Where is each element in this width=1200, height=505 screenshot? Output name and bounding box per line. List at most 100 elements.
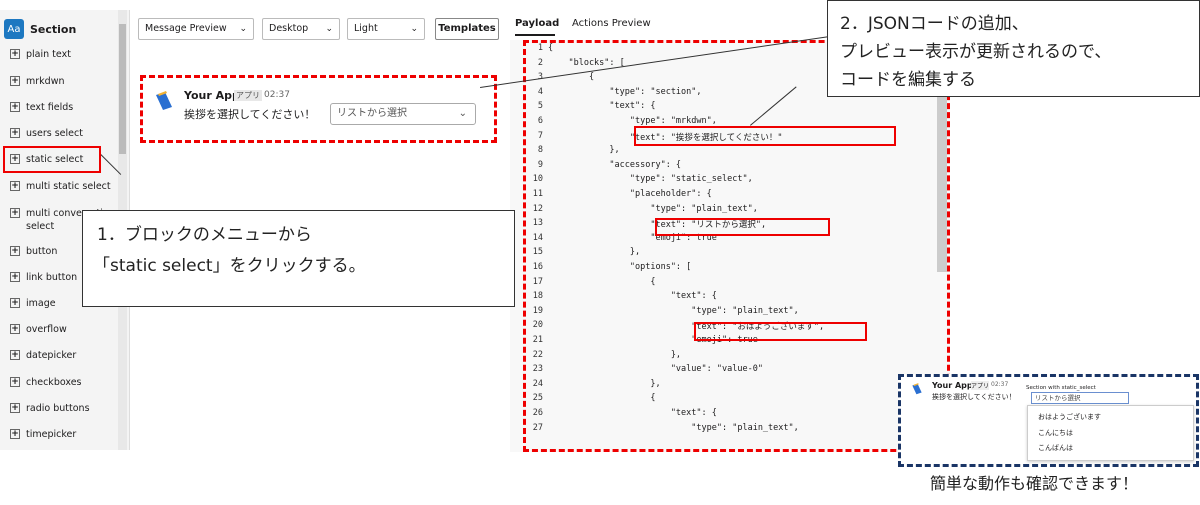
app-book-icon [156, 91, 172, 110]
sidebar-item-label: checkboxes [26, 377, 82, 388]
sidebar-item[interactable]: + overflow [10, 323, 122, 336]
app-badge: アプリ [234, 90, 262, 101]
code-line[interactable]: { [548, 43, 554, 53]
code-line[interactable]: "text": { [548, 408, 717, 418]
code-line[interactable]: "accessory": { [548, 159, 682, 170]
sidebar-item[interactable]: +image [10, 297, 122, 310]
plus-icon: + [10, 272, 20, 282]
tab-actions-preview[interactable]: Actions Preview [572, 18, 651, 29]
preview-type-select[interactable]: Message Preview⌄ [138, 18, 254, 40]
code-line[interactable]: "placeholder": { [548, 189, 712, 199]
code-line[interactable]: }, [548, 145, 620, 156]
mini-app-name: Your App [932, 381, 973, 390]
sidebar-item-label: datepicker [26, 350, 77, 361]
line-number: 1 [537, 43, 543, 53]
code-line[interactable]: "type": "plain_text", [548, 203, 758, 214]
sidebar-item[interactable]: + users select [10, 127, 122, 140]
code-line[interactable]: "blocks": [ [548, 57, 625, 68]
sidebar-item[interactable]: +radio buttons [10, 402, 122, 415]
sidebar-title: Section [30, 22, 77, 36]
sidebar-item[interactable]: + datepicker [10, 349, 122, 362]
line-number: 15 [532, 247, 543, 258]
theme-label: Light [354, 23, 378, 34]
line-number: 2 [537, 57, 543, 68]
active-tab-indicator [515, 34, 555, 36]
sidebar-item-label: overflow [26, 324, 67, 335]
select-placeholder: リストから選択 [337, 108, 407, 119]
plus-icon: + [10, 76, 20, 86]
dropdown-option[interactable]: こんにちは [1038, 429, 1073, 437]
sidebar-item[interactable]: + mrkdwn [10, 75, 122, 88]
code-line[interactable]: }, [548, 349, 682, 360]
sidebar-item[interactable]: +timepicker [10, 428, 122, 441]
callout-step-2-line-2: プレビュー表示が更新されるので、 [840, 42, 1112, 62]
sidebar-item[interactable]: +multi conversations select [10, 207, 122, 233]
chevron-down-icon: ⌄ [325, 24, 333, 34]
sidebar-item-label: multi static select [26, 181, 111, 192]
code-line[interactable]: }, [548, 378, 661, 389]
code-line[interactable]: "text": { [548, 291, 717, 302]
code-line[interactable]: "type": "mrkdwn", [548, 116, 717, 126]
code-line[interactable]: "text": { [548, 101, 656, 112]
sidebar-item[interactable]: +plain text [10, 48, 122, 61]
sidebar-item-label: image [26, 298, 56, 309]
code-line[interactable]: "options": [ [548, 262, 692, 272]
code-line[interactable]: { [548, 276, 656, 287]
code-line[interactable]: "type": "section", [548, 86, 702, 97]
sidebar-item-label: users select [26, 128, 83, 139]
theme-select[interactable]: Light ⌄ [347, 18, 425, 40]
sidebar-item[interactable]: +text fields [10, 101, 122, 114]
chevron-down-icon: ⌄ [410, 24, 418, 34]
line-number: 23 [532, 364, 543, 375]
mini-app-badge: アプリ [971, 381, 990, 390]
dropdown-option[interactable]: こんばんは [1038, 444, 1073, 452]
plus-icon: + [10, 429, 20, 439]
code-line[interactable]: "type": "plain_text", [548, 305, 799, 316]
line-number: 7 [537, 130, 543, 141]
chevron-down-icon: ⌄ [458, 108, 467, 119]
line-number: 27 [532, 422, 543, 433]
sidebar-scroll-thumb[interactable] [119, 24, 126, 154]
mini-time: 02:37 [991, 381, 1009, 388]
highlight-text-line-13 [655, 218, 830, 236]
device-select[interactable]: Desktop⌄ [262, 18, 340, 40]
code-line[interactable]: "emoji": true [548, 232, 717, 243]
plus-icon: + [10, 324, 20, 334]
line-number: 19 [532, 305, 543, 316]
code-line[interactable]: "type": "plain_text", [548, 422, 799, 433]
line-number: 13 [532, 218, 543, 229]
chevron-down-icon: ⌄ [239, 24, 247, 34]
highlight-text-line-20 [694, 322, 867, 341]
callout-step-1-line-1: 1．ブロックのメニューから [97, 225, 312, 245]
code-line[interactable]: "text": "おはようございます", [548, 322, 825, 333]
mini-dropdown-menu [1027, 405, 1194, 461]
line-number: 17 [532, 276, 543, 287]
code-line[interactable]: "value": "value-0" [548, 364, 763, 375]
sidebar-item[interactable]: +button [10, 245, 122, 258]
code-line[interactable]: }, [548, 247, 641, 258]
json-editor[interactable] [510, 40, 950, 452]
app-name: Your App [184, 89, 240, 102]
templates-button[interactable]: Templates [435, 18, 499, 40]
sidebar-item-label: multi conversations select [26, 208, 120, 232]
sidebar-item[interactable]: +link button [10, 271, 122, 284]
static-select-dropdown[interactable]: リストから選択 ⌄ [330, 103, 476, 125]
code-line[interactable]: "text": "挨拶を選択してください！" [548, 132, 783, 143]
mini-select[interactable]: リストから選択 [1031, 392, 1129, 404]
plus-icon: + [10, 350, 20, 360]
editor-scrollbar[interactable] [937, 42, 947, 272]
tab-payload[interactable]: Payload [515, 18, 560, 29]
sidebar-item[interactable]: +static select [10, 153, 122, 166]
line-number: 8 [537, 145, 543, 156]
sidebar-item[interactable]: +multi static select [10, 180, 122, 193]
code-line[interactable]: { [548, 393, 656, 404]
sidebar-item[interactable]: +checkboxes [10, 376, 122, 389]
message-preview-box [140, 75, 497, 143]
sidebar-item-label: mrkdwn [26, 76, 65, 87]
dropdown-option[interactable]: おはようございます [1038, 413, 1101, 421]
mini-message: 挨拶を選択してください！ [932, 393, 1016, 401]
code-line[interactable]: "text": "リストから選択", [548, 220, 767, 231]
code-line[interactable]: { [548, 72, 595, 83]
code-line[interactable]: "type": "static_select", [548, 174, 753, 185]
plus-icon: + [10, 128, 20, 138]
